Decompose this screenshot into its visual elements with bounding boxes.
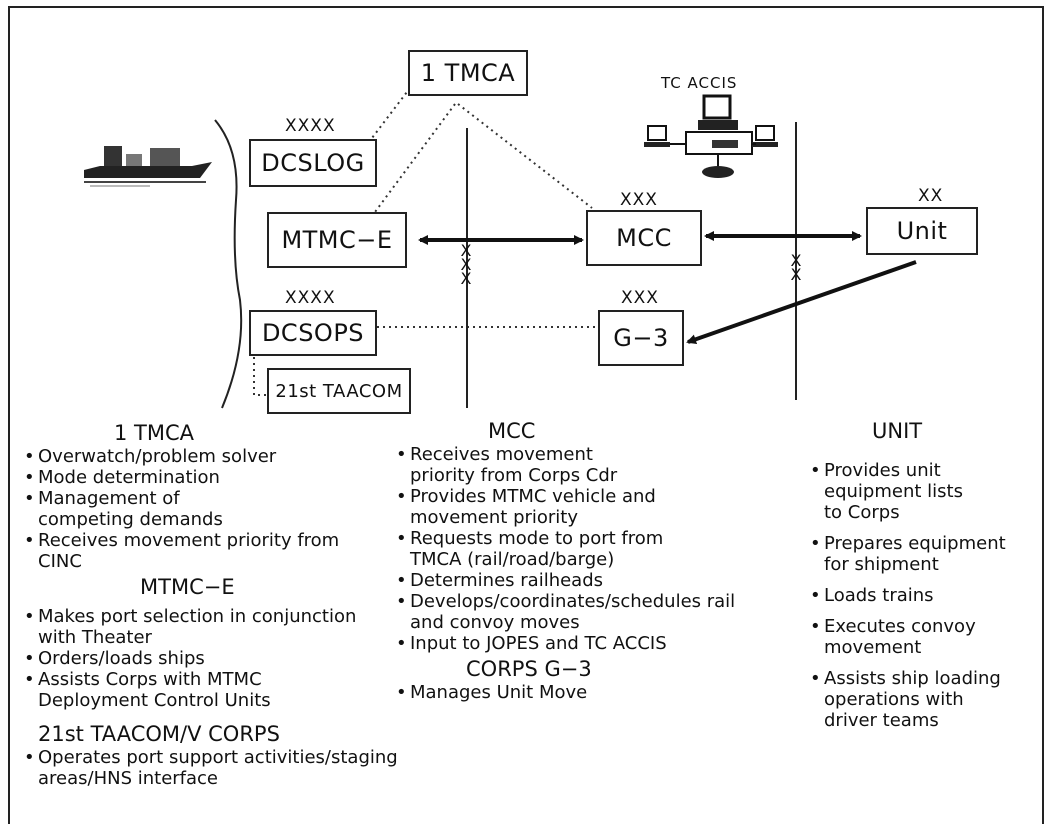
- list-item: Assists ship loading operations with dri…: [810, 668, 1014, 731]
- computer-network-icon: [644, 96, 778, 178]
- label-tc-accis: TC ACCIS: [661, 74, 737, 92]
- list-item: Mode determination: [24, 467, 364, 488]
- section-title-21st-taacom: 21st TAACOM/V CORPS: [24, 721, 364, 747]
- list-item: Develops/coordinates/schedules rail and …: [396, 591, 770, 633]
- divider-right-marker: X X: [789, 254, 803, 282]
- list-item: Provides MTMC vehicle and movement prior…: [396, 486, 710, 528]
- section-right: UNIT Provides unit equipment lists to Co…: [810, 418, 1030, 731]
- link-tmca-mcc: [458, 104, 592, 208]
- section-left: 1 TMCA Overwatch/problem solver Mode det…: [24, 420, 364, 789]
- list-item: Operates port support activities/staging…: [24, 747, 478, 789]
- echelon-unit: XX: [918, 186, 943, 206]
- echelon-dcslog: XXXX: [285, 116, 336, 136]
- section-title-mcc: MCC: [396, 418, 746, 444]
- list-unit: Provides unit equipment lists to Corps P…: [810, 460, 1030, 731]
- node-1-tmca: 1 TMCA: [408, 50, 528, 96]
- list-item: Prepares equipment for shipment: [810, 533, 1024, 575]
- list-mcc: Receives movement priority from Corps Cd…: [396, 444, 746, 654]
- list-item: Provides unit equipment lists to Corps: [810, 460, 984, 523]
- section-title-unit: UNIT: [810, 418, 1030, 444]
- node-mcc: MCC: [586, 210, 702, 266]
- node-unit: Unit: [866, 207, 978, 255]
- brace: [215, 120, 241, 408]
- list-21st-taacom: Operates port support activities/staging…: [24, 747, 364, 789]
- list-item: Loads trains: [810, 585, 1030, 606]
- node-21st-taacom: 21st TAACOM: [267, 368, 411, 414]
- list-item: Makes port selection in conjunction with…: [24, 606, 358, 648]
- section-title-corps-g3: CORPS G−3: [396, 656, 746, 682]
- echelon-dcsops: XXXX: [285, 288, 336, 308]
- link-tmca-mtmce: [375, 104, 455, 212]
- list-item: Manages Unit Move: [396, 682, 746, 703]
- section-title-mtmc-e: MTMC−E: [24, 574, 364, 600]
- list-item: Receives movement priority from CINC: [24, 530, 358, 572]
- list-item: Assists Corps with MTMC Deployment Contr…: [24, 669, 358, 711]
- list-item: Input to JOPES and TC ACCIS: [396, 633, 746, 654]
- list-item: Determines railheads: [396, 570, 746, 591]
- section-middle: MCC Receives movement priority from Corp…: [396, 418, 746, 703]
- list-mtmc-e: Makes port selection in conjunction with…: [24, 606, 364, 711]
- link-tmca-dcslog: [372, 88, 410, 138]
- echelon-g3: XXX: [621, 288, 659, 308]
- node-mtmc-e: MTMC−E: [267, 212, 407, 268]
- node-dcslog: DCSLOG: [249, 139, 377, 187]
- list-item: Overwatch/problem solver: [24, 446, 364, 467]
- list-item: Orders/loads ships: [24, 648, 364, 669]
- ship-icon: [84, 146, 212, 186]
- list-1-tmca: Overwatch/problem solver Mode determinat…: [24, 446, 364, 572]
- node-g3: G−3: [598, 310, 684, 366]
- node-dcsops: DCSOPS: [249, 310, 377, 356]
- list-corps-g3: Manages Unit Move: [396, 682, 746, 703]
- list-item: Executes convoy movement: [810, 616, 1014, 658]
- list-item: Receives movement priority from Corps Cd…: [396, 444, 660, 486]
- list-item: Requests mode to port from TMCA (rail/ro…: [396, 528, 710, 570]
- echelon-mcc: XXX: [620, 190, 658, 210]
- section-title-1-tmca: 1 TMCA: [24, 420, 364, 446]
- divider-left-marker: X X X: [459, 244, 473, 286]
- list-item: Management of competing demands: [24, 488, 238, 530]
